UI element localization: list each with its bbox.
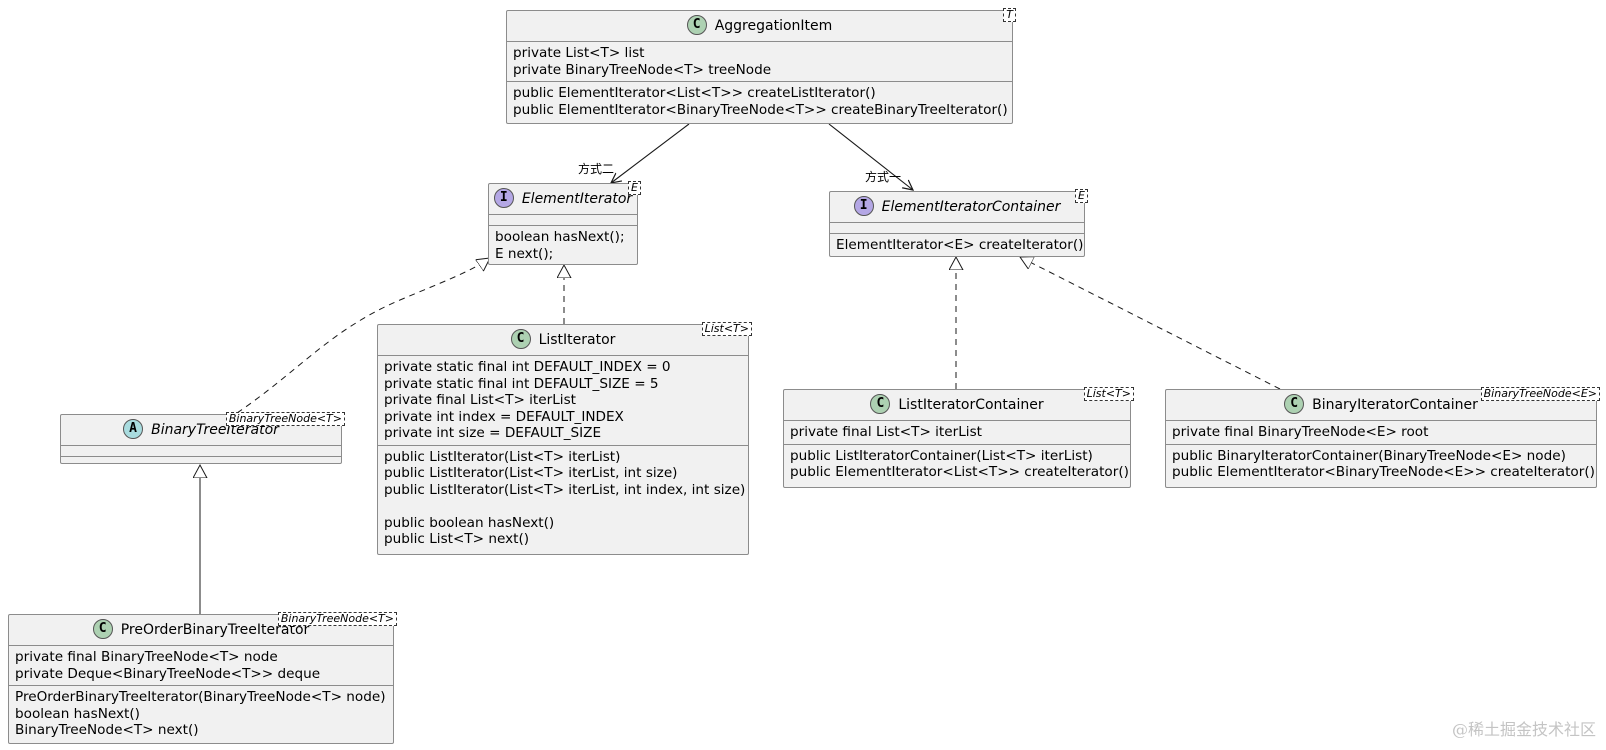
field: private final List<T> iterList xyxy=(384,392,576,408)
methods-section: public ListIterator(List<T> iterList) pu… xyxy=(378,444,748,551)
field: private Deque<BinaryTreeNode<T>> deque xyxy=(15,665,321,682)
method: BinaryTreeNode<T> next() xyxy=(15,722,199,738)
methods-section: public ElementIterator<List<T>> createLi… xyxy=(507,81,1012,121)
class-name: ListIterator xyxy=(538,332,616,348)
abstract-icon: A xyxy=(123,419,144,439)
methods-section: public ListIteratorContainer(List<T> ite… xyxy=(784,443,1130,484)
methods-section: boolean hasNext(); E next(); xyxy=(489,225,637,265)
fields-section xyxy=(489,214,637,225)
class-header: I ElementIteratorContainer E xyxy=(830,189,1088,222)
method: E next(); xyxy=(495,245,554,262)
edge-label-way-one: 方式一 xyxy=(865,170,902,184)
element-iterator-interface[interactable]: I ElementIterator E boolean hasNext(); E … xyxy=(488,181,641,265)
class-icon: C xyxy=(92,619,113,639)
field: private final BinaryTreeNode<T> node xyxy=(15,649,278,665)
field: private static final int DEFAULT_INDEX =… xyxy=(384,359,671,375)
interface-icon: I xyxy=(853,196,874,216)
field: private BinaryTreeNode<T> treeNode xyxy=(513,61,772,78)
type-parameter: BinaryTreeNode<E> xyxy=(1480,387,1600,401)
aggregation-item-class[interactable]: C AggregationItem T private List<T> list … xyxy=(506,8,1016,124)
interface-icon: I xyxy=(493,188,514,208)
method: PreOrderBinaryTreeIterator(BinaryTreeNod… xyxy=(15,689,386,705)
edge-label-way-two: 方式二 xyxy=(578,162,615,176)
class-name: BinaryIteratorContainer xyxy=(1312,397,1478,413)
type-parameter: List<T> xyxy=(701,322,752,336)
class-header: C ListIterator List<T> xyxy=(378,322,752,355)
element-iterator-container-interface[interactable]: I ElementIteratorContainer E ElementItera… xyxy=(829,189,1088,257)
fields-section: private List<T> list private BinaryTreeN… xyxy=(507,41,1012,81)
fields-section xyxy=(830,222,1084,233)
class-header: C ListIteratorContainer List<T> xyxy=(784,387,1134,420)
type-parameter: BinaryTreeNode<T> xyxy=(225,412,345,426)
association-way-two-edge xyxy=(611,123,690,183)
methods-section xyxy=(61,456,341,467)
method-separator xyxy=(384,498,742,515)
class-name: ElementIteratorContainer xyxy=(881,199,1061,215)
method: public ElementIterator<List<T>> createLi… xyxy=(513,85,876,101)
fields-section: private final BinaryTreeNode<E> root xyxy=(1166,420,1596,444)
type-parameter: E xyxy=(628,181,641,195)
class-icon: C xyxy=(686,15,707,35)
field: private int index = DEFAULT_INDEX xyxy=(384,408,624,425)
field: private final List<T> iterList xyxy=(790,424,982,440)
fields-section: private final BinaryTreeNode<T> node pri… xyxy=(9,645,393,685)
method: public List<T> next() xyxy=(384,531,530,547)
class-name: ListIteratorContainer xyxy=(898,397,1044,413)
class-header: C PreOrderBinaryTreeIterator BinaryTreeNo… xyxy=(9,612,397,645)
preorder-binary-tree-iterator-class[interactable]: C PreOrderBinaryTreeIterator BinaryTreeNo… xyxy=(8,612,397,744)
binary-tree-iterator-realization-edge xyxy=(236,258,490,414)
class-name: AggregationItem xyxy=(714,18,833,34)
method: public ElementIterator<BinaryTreeNode<T>… xyxy=(513,101,1008,118)
method: public ListIterator(List<T> iterList) xyxy=(384,448,621,465)
class-header: C AggregationItem T xyxy=(507,8,1016,41)
method: boolean hasNext(); xyxy=(495,229,625,245)
class-name: ElementIterator xyxy=(521,191,633,207)
binary-iterator-container-realization-edge xyxy=(1020,257,1281,390)
watermark: @稀土掘金技术社区 xyxy=(1451,720,1596,739)
field: private List<T> list xyxy=(513,45,645,61)
field: private int size = DEFAULT_SIZE xyxy=(384,425,602,441)
method: boolean hasNext() xyxy=(15,705,140,722)
class-icon: C xyxy=(1284,394,1305,414)
method: public ElementIterator<BinaryTreeNode<E>… xyxy=(1172,464,1595,480)
type-parameter: List<T> xyxy=(1083,387,1134,401)
methods-section: ElementIterator<E> createIterator() xyxy=(830,233,1084,257)
fields-section xyxy=(61,445,341,456)
class-name: PreOrderBinaryTreeIterator xyxy=(120,622,310,638)
class-icon: C xyxy=(510,329,531,349)
field: private static final int DEFAULT_SIZE = … xyxy=(384,375,659,392)
method: public ListIterator(List<T> iterList, in… xyxy=(384,481,746,498)
method: public ListIteratorContainer(List<T> ite… xyxy=(790,447,1093,464)
association-way-one-edge xyxy=(828,123,913,190)
type-parameter: E xyxy=(1075,189,1088,203)
list-iterator-container-class[interactable]: C ListIteratorContainer List<T> private f… xyxy=(783,387,1134,488)
type-parameter: T xyxy=(1003,8,1016,22)
method: public ListIterator(List<T> iterList, in… xyxy=(384,465,678,481)
class-name: BinaryTreeIterator xyxy=(151,422,279,438)
method: ElementIterator<E> createIterator() xyxy=(836,237,1084,253)
binary-iterator-container-class[interactable]: C BinaryIteratorContainer BinaryTreeNode<… xyxy=(1165,387,1600,488)
type-parameter: BinaryTreeNode<T> xyxy=(277,612,397,626)
class-header: I ElementIterator E xyxy=(489,181,641,214)
list-iterator-class[interactable]: C ListIterator List<T> private static fin… xyxy=(377,322,752,555)
field: private final BinaryTreeNode<E> root xyxy=(1172,424,1429,440)
methods-section: PreOrderBinaryTreeIterator(BinaryTreeNod… xyxy=(9,685,393,742)
binary-tree-iterator-abstract-class[interactable]: A BinaryTreeIterator BinaryTreeNode<T> xyxy=(60,412,345,467)
methods-section: public BinaryIteratorContainer(BinaryTre… xyxy=(1166,443,1596,484)
class-header: A BinaryTreeIterator BinaryTreeNode<T> xyxy=(61,412,345,445)
method: public BinaryIteratorContainer(BinaryTre… xyxy=(1172,447,1566,464)
fields-section: private static final int DEFAULT_INDEX =… xyxy=(378,355,748,445)
method: public ElementIterator<List<T>> createIt… xyxy=(790,464,1129,480)
class-icon: C xyxy=(870,394,891,414)
class-header: C BinaryIteratorContainer BinaryTreeNode<… xyxy=(1166,387,1600,420)
fields-section: private final List<T> iterList xyxy=(784,420,1130,444)
method: public boolean hasNext() xyxy=(384,514,555,531)
